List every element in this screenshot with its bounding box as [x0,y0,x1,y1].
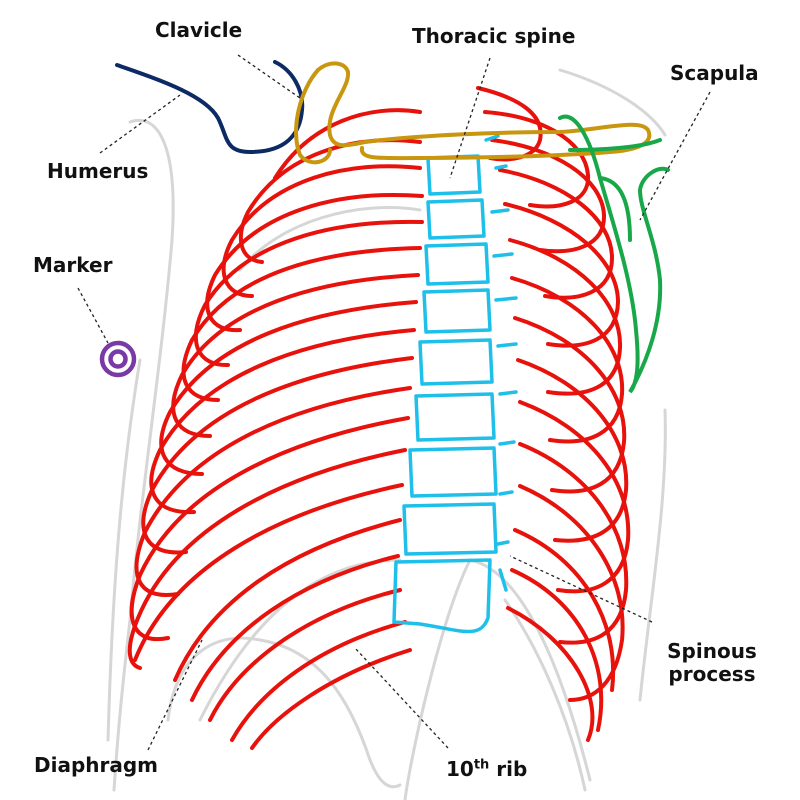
label-diaphragm: Diaphragm [34,753,159,777]
label-spinous-process-line1: Spinous [667,639,757,663]
label-spinous-process: Spinous process [657,640,767,686]
leader-spinous-process [509,555,653,623]
leader-marker [77,287,109,344]
clavicle-left-outline [294,68,332,165]
leader-tenth-rib [354,647,449,749]
clavicle-outline [316,61,652,161]
leader-lines [77,54,711,751]
leader-diaphragm [147,639,203,751]
leader-humerus [99,94,181,154]
left-ribs [127,108,424,750]
label-clavicle: Clavicle [155,18,243,42]
label-tenth-rib-suffix: th [473,757,490,773]
label-scapula: Scapula [670,61,759,85]
leader-scapula [639,91,711,221]
label-tenth-rib-number: 10 [446,757,474,781]
label-marker: Marker [33,253,113,277]
scapula-border-outline [568,138,662,242]
label-tenth-rib: 10th rib [446,757,528,781]
label-spinous-process-line2: process [668,662,756,686]
humerus-outline [115,60,305,155]
leader-thoracic-spine [449,57,491,179]
thoracic-vertebrae [392,134,518,634]
right-ribs [476,86,631,742]
marker-icon [99,340,137,378]
label-humerus: Humerus [47,159,149,183]
label-tenth-rib-word: rib [489,757,528,781]
label-thoracic-spine: Thoracic spine [412,24,576,48]
leader-clavicle [237,54,301,99]
